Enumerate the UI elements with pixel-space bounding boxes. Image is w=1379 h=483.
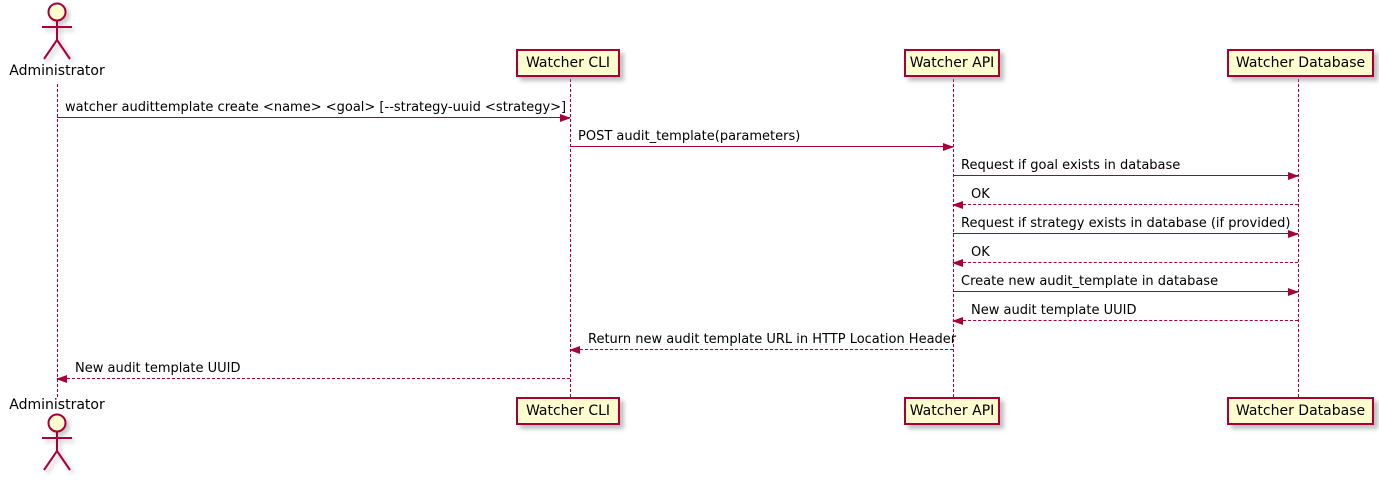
message-line: [570, 349, 953, 350]
arrowhead-right-icon: [943, 143, 954, 151]
arrowhead-right-icon: [1288, 230, 1299, 238]
arrowhead-right-icon: [1288, 172, 1299, 180]
message-line: [570, 146, 953, 147]
lifeline-watcher-database: [1298, 79, 1299, 397]
actor-label-administrator-top: Administrator: [9, 63, 105, 79]
message-label: OK: [971, 187, 990, 202]
message-create-audittemplate: watcher audittemplate create <name> <goa…: [57, 100, 571, 122]
message-label: Create new audit_template in database: [961, 274, 1219, 289]
message-label: Request if goal exists in database: [961, 158, 1181, 173]
message-line: [953, 233, 1298, 234]
lifeline-watcher-api: [953, 79, 954, 397]
message-label: OK: [971, 245, 990, 260]
participant-box-watcher-api-bottom: Watcher API: [904, 397, 1000, 425]
arrowhead-left-icon: [56, 375, 67, 383]
message-line: [57, 117, 570, 118]
message-line: [953, 320, 1298, 321]
actor-label-administrator-bottom: Administrator: [9, 397, 105, 413]
arrowhead-right-icon: [560, 114, 571, 122]
message-ok-goal: OK: [952, 187, 1298, 209]
message-line: [57, 378, 570, 379]
lifeline-watcher-cli: [570, 79, 571, 397]
actor-icon-administrator-bottom: [37, 413, 77, 475]
message-label: POST audit_template(parameters): [578, 129, 801, 144]
participant-box-watcher-cli-top: Watcher CLI: [516, 49, 620, 77]
message-label: Return new audit template URL in HTTP Lo…: [588, 332, 957, 347]
message-line: [953, 175, 1298, 176]
actor-icon-administrator-top: [37, 2, 77, 64]
message-label: New audit template UUID: [971, 303, 1137, 318]
message-ok-strategy: OK: [952, 245, 1298, 267]
message-label: Request if strategy exists in database (…: [961, 216, 1291, 231]
message-request-goal-exists: Request if goal exists in database: [953, 158, 1299, 180]
message-new-uuid-to-admin: New audit template UUID: [56, 361, 570, 383]
message-request-strategy-exists: Request if strategy exists in database (…: [953, 216, 1299, 238]
arrowhead-left-icon: [952, 201, 963, 209]
message-line: [953, 291, 1298, 292]
message-return-url-location-header: Return new audit template URL in HTTP Lo…: [569, 332, 957, 354]
arrowhead-left-icon: [952, 317, 963, 325]
message-new-uuid-from-db: New audit template UUID: [952, 303, 1298, 325]
message-line: [953, 204, 1298, 205]
lifeline-administrator: [57, 84, 58, 397]
participant-box-watcher-database-bottom: Watcher Database: [1227, 397, 1374, 425]
message-label: New audit template UUID: [75, 361, 241, 376]
arrowhead-left-icon: [952, 259, 963, 267]
arrowhead-left-icon: [569, 346, 580, 354]
arrowhead-right-icon: [1288, 288, 1299, 296]
participant-box-watcher-cli-bottom: Watcher CLI: [516, 397, 620, 425]
message-post-audit-template: POST audit_template(parameters): [570, 129, 954, 151]
participant-box-watcher-api-top: Watcher API: [904, 49, 1000, 77]
message-label: watcher audittemplate create <name> <goa…: [65, 100, 567, 115]
message-line: [953, 262, 1298, 263]
participant-box-watcher-database-top: Watcher Database: [1227, 49, 1374, 77]
message-create-in-database: Create new audit_template in database: [953, 274, 1299, 296]
